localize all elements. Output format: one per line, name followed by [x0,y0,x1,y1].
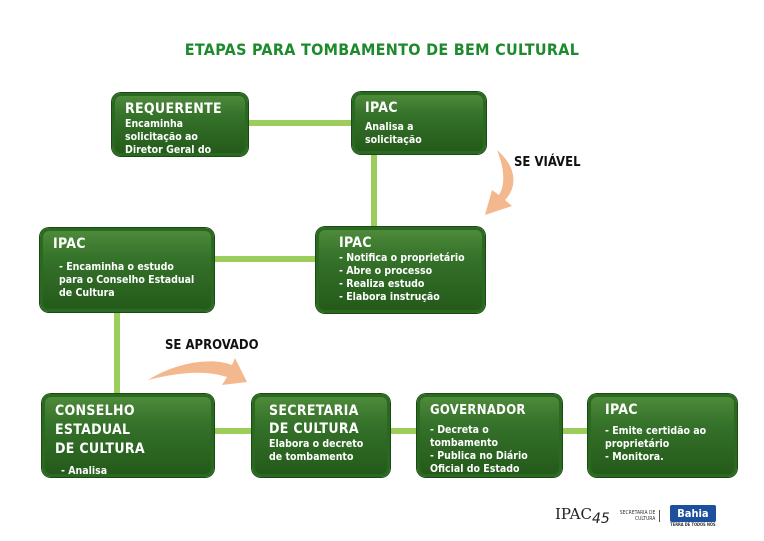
box-title: IPAC [339,235,372,251]
ipac-encaminha-box: IPAC - Encaminha o estudo para o Conselh… [40,228,214,312]
se-aprovado-label: SE APROVADO [165,338,259,353]
secretaria-logo-text: SECRETARIA DE CULTURA [620,510,661,522]
connector [211,428,255,434]
box-text: - Decreta o tombamento - Publica no Diár… [430,424,528,475]
box-title: GOVERNADOR [430,403,526,418]
connector [211,256,319,262]
box-title: REQUERENTE [125,101,222,117]
conselho-box: CONSELHO ESTADUAL DE CULTURA - Analisa [42,394,214,477]
ipac-estudo-box: IPAC - Notifica o proprietário - Abre o … [316,227,485,313]
box-title: CONSELHO ESTADUAL DE CULTURA [55,403,145,457]
box-text: Encaminha solicitação ao Diretor Geral d… [125,118,212,169]
box-title: IPAC [365,100,398,116]
box-text: - Analisa [61,465,108,477]
ipac-logo-text: IPAC [555,505,592,523]
diagram-title: ETAPAS PARA TOMBAMENTO DE BEM CULTURAL [184,40,580,59]
connector [245,120,355,126]
se-viavel-arrow [485,150,514,215]
secretaria-box: SECRETARIA DE CULTURA Elabora o decreto … [252,394,390,477]
ipac-logo: IPAC45 [555,505,610,527]
connector [559,428,591,434]
box-text: - Emite certidão ao proprietário - Monit… [605,425,707,463]
ipac-years: 45 [591,511,610,527]
ipac-final-box: IPAC - Emite certidão ao proprietário - … [588,394,737,477]
box-text: - Notifica o proprietário - Abre o proce… [339,252,465,303]
requerente-box: REQUERENTE Encaminha solicitação ao Dire… [112,93,248,169]
footer-logos: IPAC45 SECRETARIA DE CULTURA Bahia TERRA… [555,505,716,527]
se-aprovado-arrow [148,358,247,385]
se-viavel-label: SE VIÁVEL [514,155,581,170]
box-title: IPAC [53,236,86,252]
connector [114,310,120,396]
connector [387,428,420,434]
box-text: Analisa a solicitação [365,121,422,146]
box-text: Elabora o decreto de tombamento [269,438,364,463]
governador-box: GOVERNADOR - Decreta o tombamento - Publ… [417,394,562,477]
box-title: SECRETARIA DE CULTURA [269,403,359,437]
ipac-analisa-box: IPAC Analisa a solicitação [352,92,486,154]
bahia-tagline: TERRA DE TODOS NÓS [670,522,716,527]
bahia-logo: Bahia TERRA DE TODOS NÓS [670,505,716,527]
box-text: - Encaminha o estudo para o Conselho Est… [59,261,195,299]
bahia-logo-text: Bahia [670,505,716,522]
box-title: IPAC [605,402,638,418]
connector [371,152,377,230]
